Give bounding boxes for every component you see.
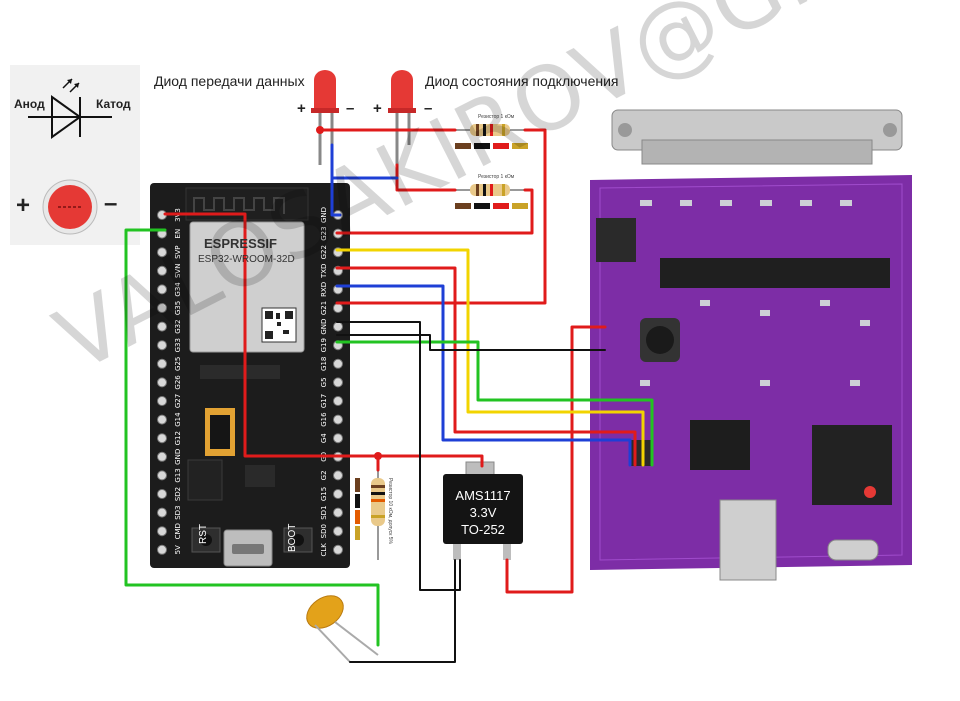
header-pin xyxy=(157,265,167,276)
resistor-2-label: Резистор 1 кОм xyxy=(478,174,515,180)
regulator-line2: 3.3V xyxy=(469,505,497,520)
header-pin xyxy=(157,470,167,481)
led-front-view xyxy=(42,179,98,235)
header-pin xyxy=(157,526,167,537)
cathode-label: Катод xyxy=(96,97,131,111)
conn-led-plus: + xyxy=(373,100,382,117)
header-pin xyxy=(333,377,343,388)
header-pin xyxy=(333,470,343,481)
header-pin xyxy=(333,526,343,537)
ceramic-capacitor xyxy=(306,595,379,663)
header-pin xyxy=(333,396,343,406)
pin-label: G25 xyxy=(174,357,182,371)
pin-label: CMD xyxy=(174,523,182,539)
pin-label: SD2 xyxy=(174,487,182,501)
resistor-1-label: Резистор 1 кОм xyxy=(478,114,515,120)
header-pin xyxy=(157,507,167,518)
pin-label: G23 xyxy=(320,226,328,240)
regulator-line3: TO-252 xyxy=(461,522,505,537)
pin-label: 5V xyxy=(174,545,182,554)
pin-label: G17 xyxy=(320,394,328,408)
pin-label: SD3 xyxy=(174,505,182,519)
pin-label: SVP xyxy=(174,245,182,258)
header-pin xyxy=(333,433,343,444)
resistor-2 xyxy=(455,184,528,209)
tx-led-label: Диод передачи данных xyxy=(154,73,305,89)
header-pin xyxy=(157,433,167,444)
regulator-line1: AMS1117 xyxy=(455,488,511,503)
pin-label: G13 xyxy=(174,468,182,482)
resistor-10k xyxy=(355,455,385,560)
header-pin xyxy=(157,377,167,388)
conn-led-minus: – xyxy=(424,100,433,117)
pin-label: G21 xyxy=(320,301,328,315)
header-pin xyxy=(157,414,167,425)
pin-label: EN xyxy=(174,229,182,239)
pin-label: GND xyxy=(320,207,328,223)
resistor-1 xyxy=(455,124,528,149)
header-pin xyxy=(333,303,343,313)
pin-label: G12 xyxy=(174,431,182,445)
pin-label: G18 xyxy=(320,357,328,371)
pin-label: RXD xyxy=(320,282,328,297)
pin-label: G4 xyxy=(320,433,328,443)
led-tx xyxy=(311,70,339,165)
tx-led-plus: + xyxy=(297,100,306,117)
pin-label: G19 xyxy=(320,338,328,352)
anode-label: Анод xyxy=(14,97,45,111)
esp32-right-header: GNDG23G22TXDRXDG21GNDG19G18G5G17G16G4G0G… xyxy=(320,207,343,557)
tx-led-minus: – xyxy=(346,100,355,117)
header-pin xyxy=(157,303,167,313)
regulator-ams1117 xyxy=(443,461,523,560)
interface-board xyxy=(590,109,912,581)
header-pin xyxy=(157,321,167,332)
header-pin xyxy=(333,544,343,555)
pin-label: G33 xyxy=(174,338,182,352)
pin-label: SD1 xyxy=(320,505,328,519)
led-connection xyxy=(388,70,416,165)
header-pin xyxy=(157,544,167,555)
rst-label: RST xyxy=(198,524,209,544)
pin-label: G35 xyxy=(174,301,182,315)
pin-label: G27 xyxy=(174,394,182,408)
pin-label: SVN xyxy=(174,264,182,278)
pin-label: GND xyxy=(174,449,182,465)
pin-label: TXD xyxy=(320,264,328,279)
pin-label: G22 xyxy=(320,245,328,259)
header-pin xyxy=(157,451,167,462)
pin-label: CLK xyxy=(320,543,328,557)
boot-label: BOOT xyxy=(287,523,298,552)
pin-label: GND xyxy=(320,319,328,335)
pin-label: G5 xyxy=(320,377,328,387)
header-pin xyxy=(157,489,167,499)
header-pin xyxy=(157,247,167,258)
header-pin xyxy=(333,507,343,518)
esp32-board xyxy=(150,183,350,568)
pin-label: G16 xyxy=(320,412,328,427)
esp-model: ESP32-WROOM-32D xyxy=(198,254,295,265)
header-pin xyxy=(333,321,343,332)
header-pin xyxy=(333,358,343,369)
conn-led-label: Диод состояния подключения xyxy=(425,73,619,89)
pin-label: G34 xyxy=(174,282,182,297)
header-pin xyxy=(333,489,343,499)
pin-label: G32 xyxy=(174,319,182,333)
header-pin xyxy=(157,396,167,406)
header-pin xyxy=(157,284,167,295)
led-plus-label: + xyxy=(16,192,31,219)
header-pin xyxy=(157,358,167,369)
pin-label: G26 xyxy=(174,375,182,390)
resistor-10k-label: Резистор 10 кОм, допуск 5% xyxy=(387,478,393,544)
pin-label: G2 xyxy=(320,470,328,480)
header-pin xyxy=(157,340,167,351)
esp32-left-header: 3V3ENSVPSVNG34G35G32G33G25G26G27G14G12GN… xyxy=(157,208,182,555)
pin-label: G14 xyxy=(174,412,182,427)
pin-label: G15 xyxy=(320,487,328,501)
pin-label: SD0 xyxy=(320,524,328,538)
led-minus-label: – xyxy=(104,190,118,217)
wires xyxy=(124,126,654,663)
esp-brand: ESPRESSIF xyxy=(204,236,277,251)
header-pin xyxy=(333,414,343,425)
